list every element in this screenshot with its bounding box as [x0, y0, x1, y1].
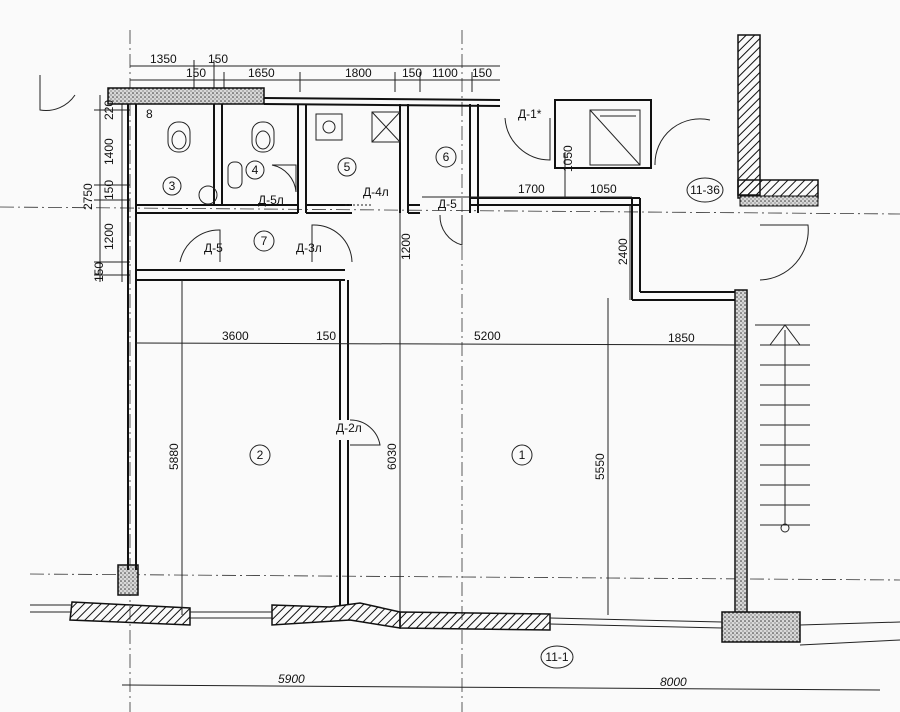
axis-label-11-36: 11-36 [690, 183, 720, 197]
dim-1700: 1700 [518, 182, 545, 196]
room-number-2: 2 [257, 448, 264, 462]
dim-6030: 6030 [385, 443, 399, 470]
door-label-d1: Д-1* [518, 107, 542, 121]
axis-label-11-1: 11-1 [545, 650, 568, 664]
door-swings [39, 75, 809, 446]
dim-top-4: 1650 [248, 66, 275, 80]
dim-bottom-5900: 5900 [278, 672, 305, 686]
dim-top-7: 1100 [432, 66, 458, 80]
dim-top-5: 1800 [345, 66, 372, 80]
dim-5880: 5880 [167, 443, 181, 470]
mark-b: 8 [146, 107, 153, 121]
door-label-d3l: Д-3л [296, 241, 322, 255]
dim-top-3: 150 [186, 66, 206, 80]
dim-1050-v: 1050 [561, 145, 575, 172]
door-label-d5l: Д-5л [258, 193, 284, 207]
dim-2400: 2400 [616, 238, 630, 265]
dim-5200: 5200 [474, 329, 501, 343]
dim-left-4: 150 [102, 180, 116, 200]
room-markers: 1 2 3 4 5 6 7 [162, 146, 533, 466]
dim-top-2: 150 [208, 52, 228, 66]
dim-top-1: 1350 [150, 52, 177, 66]
sanitary-fixtures [167, 111, 401, 205]
room-number-1: 1 [519, 448, 526, 462]
dim-top-8: 150 [472, 66, 492, 80]
dim-1850: 1850 [668, 331, 695, 345]
dim-1050-h: 1050 [590, 182, 617, 196]
axis-lines [0, 30, 900, 712]
dim-left-2: 1400 [102, 138, 116, 165]
stair [755, 324, 810, 533]
room-number-3: 3 [169, 179, 176, 193]
dim-left-6: 150 [92, 262, 106, 282]
dim-left-1: 220 [102, 100, 116, 120]
room-number-5: 5 [344, 160, 351, 174]
room-number-7: 7 [261, 234, 268, 248]
hatched-walls [30, 34, 900, 646]
door-label-d5-right: Д-5 [438, 197, 457, 211]
room-number-6: 6 [443, 150, 450, 164]
dim-bottom-8000: 8000 [660, 675, 687, 689]
top-dimension-line [130, 60, 500, 92]
inner-walls [127, 99, 735, 605]
dim-left-3: 2750 [81, 183, 95, 210]
dim-top-6: 150 [402, 66, 422, 80]
dim-1200: 1200 [399, 233, 413, 260]
room-number-4: 4 [252, 163, 259, 177]
dim-5550: 5550 [593, 453, 607, 480]
door-label-d4l: Д-4л [363, 185, 389, 199]
dim-3600: 3600 [222, 329, 249, 343]
left-dimension-line [94, 95, 130, 282]
main-dimension-lines [121, 152, 881, 691]
door-label-d5-left: Д-5 [204, 241, 223, 255]
door-label-d2l: Д-2л [336, 421, 362, 435]
dim-150: 150 [316, 329, 336, 343]
dim-left-5: 1200 [102, 223, 116, 250]
